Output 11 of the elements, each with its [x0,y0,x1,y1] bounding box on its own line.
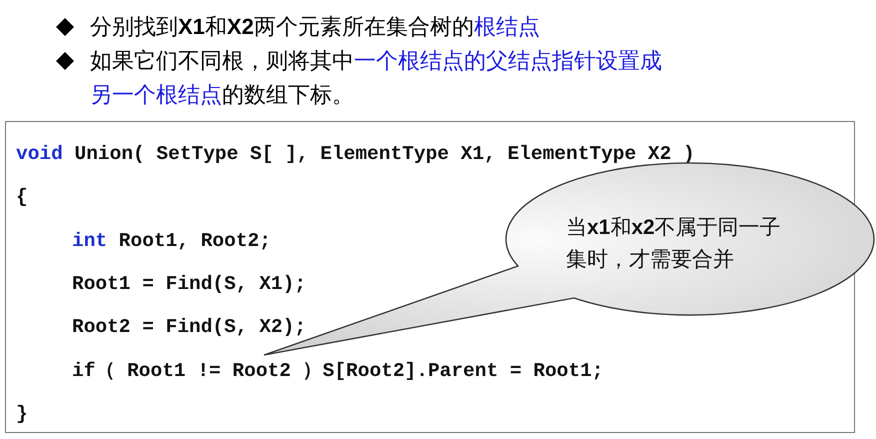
code-line: if（ Root1 != Root2 ）S[Root2].Parent = Root1; [72,358,604,382]
code-line: void Union( SetType S[ ], ElementType X1, ElementType X2 ) [16,142,695,166]
code-line: int Root1, Root2; [72,228,271,253]
code-line: } [16,402,28,426]
bullet-text: 分别找到X1和X2两个元素所在集合树的根结点 [90,13,541,41]
code-line: { [16,185,28,210]
code-line: Root2 = Find(S, X2); [72,315,306,340]
bullet-text: 如果它们不同根，则将其中一个根结点的父结点指针设置成另一个根结点的数组下标。 [90,47,663,109]
code-box [5,121,855,433]
callout-text: 当x1和x2不属于同一子集时，才需要合并 [566,215,781,273]
code-line: Root1 = Find(S, X1); [72,272,306,296]
